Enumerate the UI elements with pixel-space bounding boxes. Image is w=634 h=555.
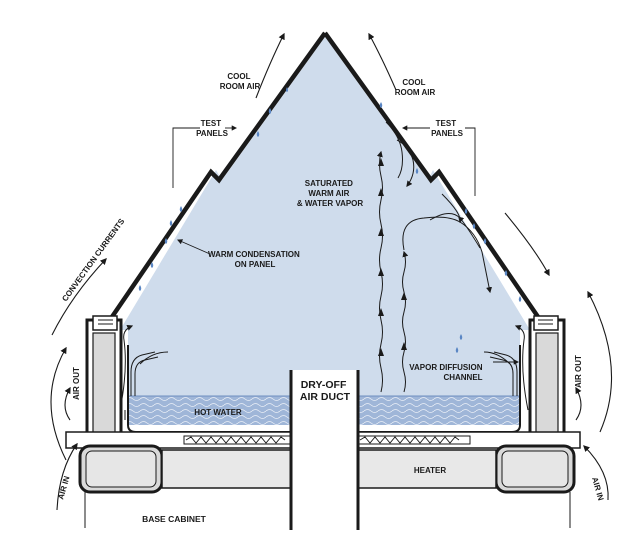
heater-coil [185, 436, 460, 444]
left-wall-housing [85, 315, 123, 440]
convection-currents-label: CONVECTION CURRENTS [60, 216, 126, 303]
convection-arrows [50, 290, 613, 511]
warm-condensation-label: WARM CONDENSATION ON PANEL [208, 250, 302, 269]
test-panels-right-label: TEST PANELS [431, 119, 464, 138]
heater-tray [65, 431, 581, 449]
dry-off-air-duct [289, 370, 360, 530]
saturated-air-label: SATURATED WARM AIR & WATER VAPOR [297, 179, 364, 208]
right-wall-housing [528, 315, 566, 440]
vapor-arrowheads [378, 158, 407, 356]
air-in-right-label: AIR IN [590, 476, 605, 502]
air-out-right-label: AIR OUT [574, 355, 583, 388]
test-panels-left-label: TEST PANELS [196, 119, 229, 138]
hot-water-label: HOT WATER [194, 408, 242, 417]
vapor-diffusion-channel-label: VAPOR DIFFUSION CHANNEL [409, 363, 484, 382]
chamber-interior [120, 37, 530, 425]
air-in-left-label: AIR IN [56, 475, 71, 501]
dry-off-air-duct-label: DRY-OFF AIR DUCT [300, 379, 351, 403]
room-air-arrows [51, 32, 550, 336]
base-cabinet [78, 444, 576, 528]
condensation-droplets [138, 87, 522, 353]
left-air-baffle [119, 324, 169, 420]
cool-room-air-right-label: COOL ROOM AIR [395, 78, 436, 97]
heater-label: HEATER [414, 466, 447, 475]
base-cabinet-label: BASE CABINET [142, 514, 207, 524]
air-out-left-label: AIR OUT [72, 367, 81, 400]
roof-panels [101, 31, 549, 332]
leader-lines [172, 125, 520, 365]
cool-room-air-left-label: COOL ROOM AIR [220, 72, 261, 91]
